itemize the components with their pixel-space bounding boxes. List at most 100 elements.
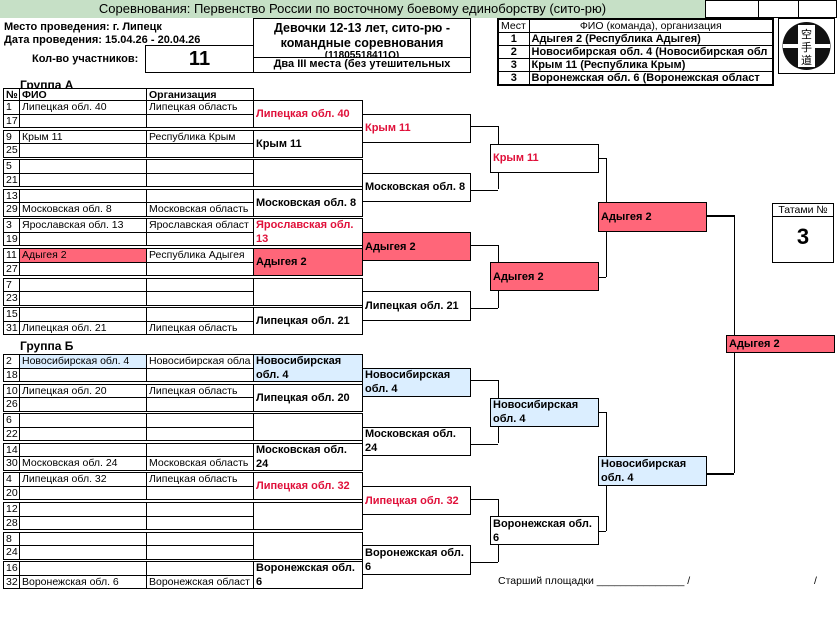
round1-winner-text: Московская обл. 24 [256,443,347,470]
participant-org [146,442,254,458]
participants-count: 11 [145,45,254,73]
bracket-line [498,172,500,190]
round2-winner: Московская обл. 24 [362,426,471,457]
participant-name: Воронежская обл. 6 [19,574,147,590]
bracket-line [606,158,608,203]
participant-number-text: 4 [6,473,12,486]
participant-number: 24 [3,545,20,560]
round3-winner: Крым 11 [490,143,599,173]
category-code: (11805518411Q) [324,51,400,57]
results-header-place: Мест [497,18,530,33]
tatami-number: 3 [796,224,810,249]
participant-org [146,113,254,128]
table-header-num-text: № [6,89,18,101]
semifinal-winner: Адыгея 2 [598,202,707,233]
participant-number: 2 [3,354,20,369]
participant-number-text: 15 [6,308,18,321]
participant-number: 11 [3,248,20,263]
bracket-line [734,215,736,336]
round1-winner-text: Крым 11 [256,137,302,150]
bracket-line [470,498,498,500]
participant-org [146,545,254,560]
participant-number: 3 [3,218,20,233]
participant-name: Адыгея 2 [19,248,147,263]
participant-name [19,485,147,501]
bracket-line [470,561,498,564]
participant-org: Ярославская област [146,218,254,233]
participant-name: Липецкая обл. 21 [19,320,147,336]
participant-number-text: 6 [6,414,12,427]
header-cell [758,0,799,18]
participant-name-text: Ярославская обл. 13 [22,219,124,232]
bracket-line [734,353,736,474]
participant-number: 30 [3,456,20,471]
participant-name [19,277,147,293]
table-header-fio-text: ФИО [22,89,47,101]
participant-org [146,561,254,576]
participant-number-text: 23 [6,292,18,305]
participant-org [146,502,254,517]
round1-winner-text: Липецкая обл. 21 [256,315,350,328]
participant-org [146,397,254,412]
participant-number-text: 24 [6,546,18,559]
round2-winner-text: Московская обл. 8 [365,181,466,194]
result-name: Новосибирская обл. 4 (Новосибирская обл [528,45,774,59]
participant-org: Республика Адыгея [146,248,254,263]
participant-number-text: 14 [6,443,18,456]
participant-number-text: 9 [6,130,12,143]
result-place: 3 [497,58,530,72]
participant-org-text: Республика Крым [149,130,236,143]
participant-number-text: 1 [6,101,12,113]
participant-number-text: 10 [6,384,18,397]
footer-slash: / [814,575,817,587]
participants-label: Кол-во участников: [32,53,139,65]
participant-number-text: 19 [6,232,18,245]
round1-winner-text: Липецкая обл. 20 [256,391,350,404]
round1-winner-text: Липецкая обл. 32 [256,480,350,493]
round2-winner: Липецкая обл. 21 [362,291,471,321]
participant-org [146,143,254,158]
participant-number: 8 [3,531,20,547]
participant-number-text: 13 [6,189,18,202]
participant-org: Московская область [146,456,254,471]
participant-number-text: 25 [6,144,18,157]
participant-org [146,231,254,247]
round1-winner: Воронежская обл. 6 [253,561,363,590]
participant-name [19,172,147,188]
bracket-line [498,244,500,262]
participant-name: Ярославская обл. 13 [19,218,147,233]
round1-winner: Новосибирская обл. 4 [253,354,363,382]
participant-number: 1 [3,100,20,115]
dates: Дата проведения: 15.04.26 - 20.04.26 [4,34,201,46]
participant-name-text: Липецкая обл. 21 [22,321,107,334]
participant-number: 15 [3,307,20,322]
participant-org-text: Липецкая область [149,321,238,334]
participant-name: Липецкая обл. 20 [19,383,147,399]
participant-number-text: 2 [6,355,12,367]
participant-number: 5 [3,159,20,174]
bracket-line [470,126,498,128]
participant-number-text: 7 [6,278,12,291]
participant-org: Липецкая область [146,320,254,336]
participant-org-text: Московская область [149,457,249,470]
participant-org-text: Ярославская област [149,219,249,232]
participant-name [19,426,147,442]
participant-number-text: 18 [6,368,18,381]
participant-org: Липецкая область [146,100,254,115]
round2-winner-text: Адыгея 2 [365,240,416,253]
bracket-line [470,380,498,382]
participant-number: 7 [3,277,20,293]
tatami-label: Татами № [773,204,833,217]
round1-winner: Крым 11 [253,129,363,158]
participant-org [146,277,254,293]
tatami-box: Татами № 3 [772,203,834,263]
bracket-line [498,126,500,144]
participant-number-text: 22 [6,427,18,440]
round1-winner-text: Новосибирская обл. 4 [256,355,342,381]
round1-winner [253,531,363,560]
participant-number-text: 31 [6,321,18,334]
participant-name [19,113,147,128]
participant-name: Московская обл. 24 [19,456,147,471]
results-header-name: ФИО (команда), организация [528,18,774,33]
